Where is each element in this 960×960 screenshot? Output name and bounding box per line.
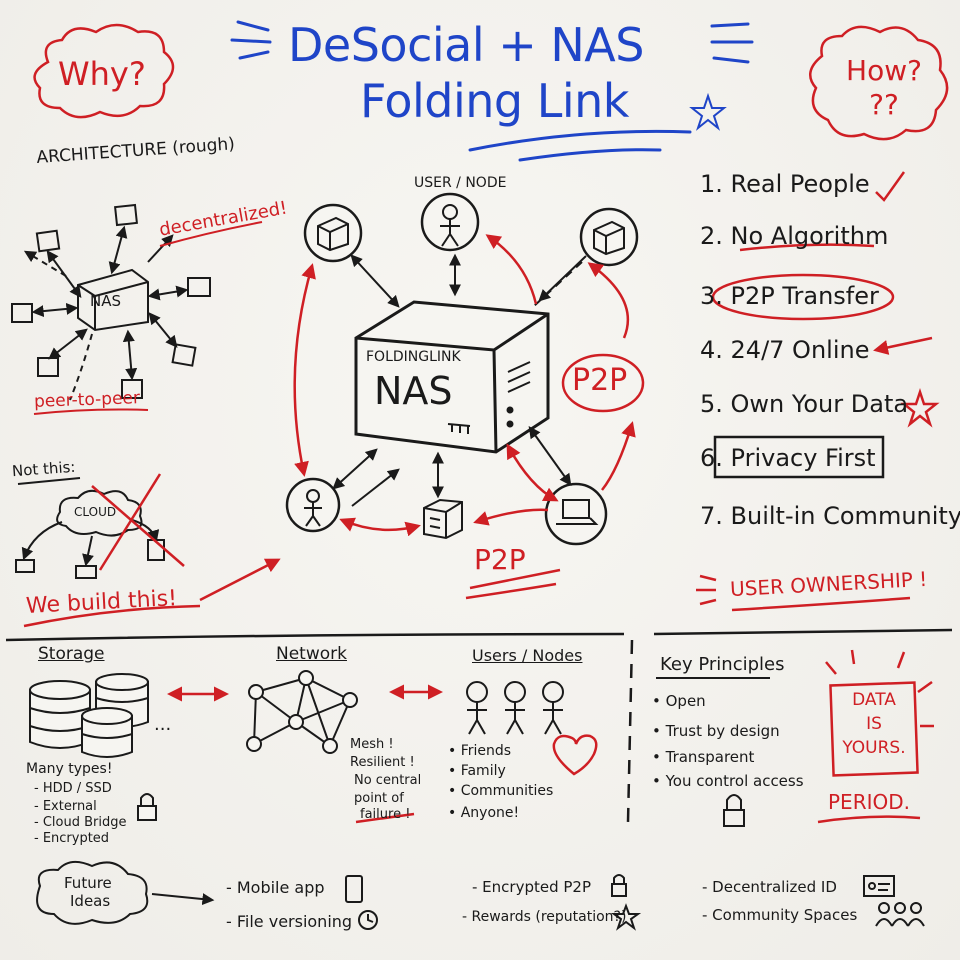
network-note-1: Mesh ! [350, 737, 394, 752]
not-this-label: Not this: [11, 457, 76, 481]
principles-heading: Key Principles [660, 654, 785, 675]
future-item-2: - File versioning [226, 912, 353, 931]
storage-type-2: - External [34, 799, 97, 814]
how-item-6: 6. Privacy First [700, 444, 876, 472]
how-item-1: 1. Real People [700, 170, 870, 198]
node-bottom-right [544, 482, 608, 546]
future-label-1: Future [64, 874, 112, 892]
storage-heading: Storage [38, 644, 105, 664]
heart-icon [552, 734, 598, 776]
network-note-5: failure ! [360, 807, 411, 822]
future-item-3: - Encrypted P2P [472, 878, 592, 896]
data-box-line-3: YOURS. [842, 738, 906, 758]
title-line-1: DeSocial + NAS [288, 18, 644, 72]
future-item-1: - Mobile app [226, 878, 325, 897]
data-box-line-2: IS [866, 714, 882, 734]
user-node-label: USER / NODE [414, 175, 507, 191]
users-item-3: • Communities [448, 783, 554, 799]
users-heading: Users / Nodes [472, 646, 583, 665]
how-item-5: 5. Own Your Data [700, 390, 909, 418]
p2p-bottom-label: P2P [474, 543, 526, 576]
data-box-line-1: DATA [852, 690, 896, 710]
title-line-2: Folding Link [360, 74, 629, 128]
storage-type-4: - Encrypted [34, 831, 110, 846]
future-label-2: Ideas [70, 892, 111, 910]
how-item-3: 3. P2P Transfer [700, 282, 879, 310]
future-item-4: - Rewards (reputation?) [462, 909, 627, 925]
users-item-4: • Anyone! [448, 805, 520, 821]
storage-type-1: - HDD / SSD [34, 781, 112, 796]
users-item-2: • Family [448, 763, 506, 779]
storage-type-3: - Cloud Bridge [34, 815, 127, 830]
p2p-right-label: P2P [572, 363, 628, 398]
how-label: How? ?? [846, 54, 922, 121]
network-note-4: point of [354, 791, 404, 806]
node-top-right [579, 207, 639, 267]
why-label: Why? [58, 55, 146, 93]
principle-1: • Open [652, 692, 706, 710]
network-heading: Network [276, 644, 347, 664]
how-cloud [809, 25, 949, 141]
architecture-hub-label: NAS [90, 292, 122, 310]
storage-types-title: Many types! [26, 761, 113, 777]
how-item-7: 7. Built-in Community [700, 502, 960, 530]
period-label: PERIOD. [828, 790, 910, 814]
principle-3: • Transparent [652, 748, 755, 766]
storage-ellipsis: ... [154, 714, 172, 735]
how-item-4: 4. 24/7 Online [700, 336, 870, 364]
network-note-3: No central [354, 773, 422, 788]
future-item-5: - Decentralized ID [702, 878, 837, 896]
nas-center-label: NAS [374, 369, 453, 413]
users-item-1: • Friends [448, 743, 512, 759]
future-item-6: - Community Spaces [702, 906, 858, 924]
principle-2: • Trust by design [652, 722, 780, 740]
cloud-label: CLOUD [74, 505, 117, 519]
how-item-2: 2. No Algorithm [700, 222, 889, 250]
peer-to-peer-label: peer-to-peer [33, 388, 141, 412]
principle-4: • You control access [652, 772, 804, 790]
nas-brand-label: FOLDINGLINK [366, 349, 461, 365]
node-top-left [303, 203, 363, 263]
privacy-box [713, 435, 885, 479]
why-cloud [33, 23, 175, 119]
network-note-2: Resilient ! [350, 755, 415, 770]
